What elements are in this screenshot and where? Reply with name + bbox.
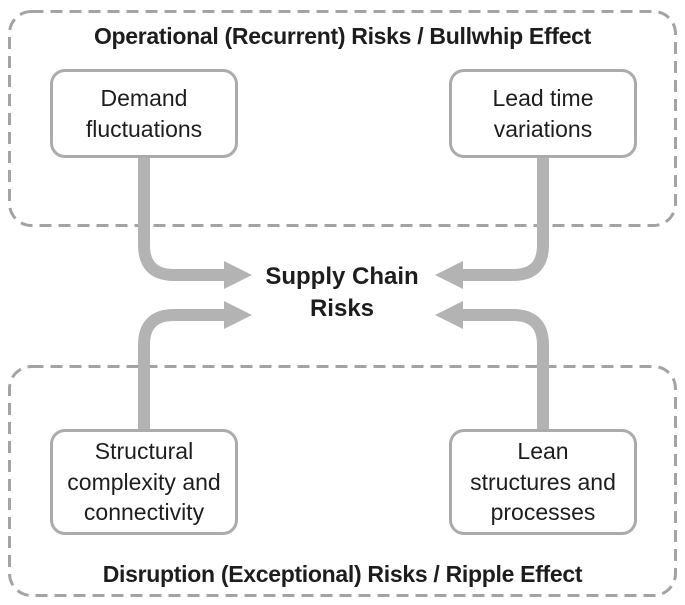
demand-fluctuations-box: Demand fluctuations bbox=[50, 69, 238, 158]
lean-structures-box: Lean structures and processes bbox=[449, 429, 637, 535]
disruption-risks-title: Disruption (Exceptional) Risks / Ripple … bbox=[102, 561, 583, 587]
structural-complexity-box: Structural complexity and connectivity bbox=[50, 429, 238, 535]
disruption-risks-dashed-border bbox=[8, 365, 677, 597]
arrow-lean-to-center bbox=[435, 301, 549, 433]
arrow-structural-to-center bbox=[138, 301, 252, 433]
arrow-demand-to-center bbox=[138, 155, 252, 289]
arrow-leadtime-to-center bbox=[435, 155, 549, 289]
lead-time-variations-box: Lead time variations bbox=[449, 69, 637, 158]
operational-risks-dashed-border bbox=[8, 10, 677, 227]
supply-chain-risks-label: Supply Chain Risks bbox=[265, 263, 419, 322]
operational-risks-title: Operational (Recurrent) Risks / Bullwhip… bbox=[93, 23, 592, 49]
